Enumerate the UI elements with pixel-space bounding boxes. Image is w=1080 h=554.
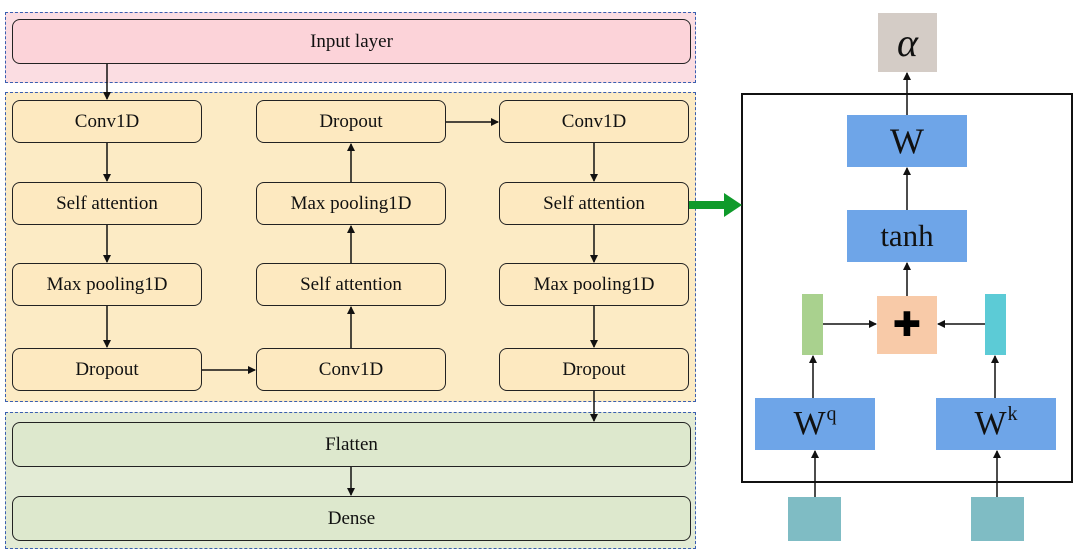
col2-self-attention-node: Self attention — [256, 263, 446, 306]
key-input-vector — [971, 497, 1024, 541]
tanh-box: tanh — [847, 210, 967, 262]
col1-conv1d-node: Conv1D — [12, 100, 202, 143]
col2-max-pooling-label: Max pooling1D — [290, 192, 412, 214]
col1-self-attention-node: Self attention — [12, 182, 202, 225]
col3-conv1d-label: Conv1D — [561, 110, 627, 132]
col2-dropout-label: Dropout — [319, 110, 383, 132]
plus-icon: ✚ — [892, 305, 922, 345]
col2-conv1d-node: Conv1D — [256, 348, 446, 391]
flatten-label: Flatten — [325, 433, 378, 455]
col2-self-attention-label: Self attention — [300, 273, 402, 295]
query-input-vector — [788, 497, 841, 541]
input-layer-label: Input layer — [310, 30, 393, 52]
col1-dropout-node: Dropout — [12, 348, 202, 391]
input-layer-node: Input layer — [12, 19, 691, 64]
col2-dropout-node: Dropout — [256, 100, 446, 143]
col3-self-attention-label: Self attention — [543, 192, 645, 214]
alpha-output-box: α — [878, 13, 937, 72]
col3-max-pooling-node: Max pooling1D — [499, 263, 689, 306]
key-vector — [985, 294, 1006, 355]
alpha-label: α — [897, 20, 918, 65]
wk-base-label: W — [974, 405, 1007, 442]
col3-max-pooling-label: Max pooling1D — [533, 273, 655, 295]
col1-self-attention-label: Self attention — [56, 192, 158, 214]
green-detail-arrow — [689, 193, 742, 217]
col2-conv1d-label: Conv1D — [318, 358, 384, 380]
wq-superscript: q — [826, 402, 837, 425]
w-weight-box: W — [847, 115, 967, 167]
w-weight-label: W — [890, 121, 924, 161]
col3-self-attention-node: Self attention — [499, 182, 689, 225]
tanh-label: tanh — [880, 218, 934, 253]
col3-dropout-label: Dropout — [562, 358, 626, 380]
wk-superscript: k — [1007, 402, 1018, 425]
query-vector — [802, 294, 823, 355]
col1-max-pooling-node: Max pooling1D — [12, 263, 202, 306]
col2-max-pooling-node: Max pooling1D — [256, 182, 446, 225]
dense-node: Dense — [12, 496, 691, 541]
col1-dropout-label: Dropout — [75, 358, 139, 380]
flatten-node: Flatten — [12, 422, 691, 467]
add-node: ✚ — [877, 296, 937, 354]
col1-max-pooling-label: Max pooling1D — [46, 273, 168, 295]
col3-conv1d-node: Conv1D — [499, 100, 689, 143]
wq-base-label: W — [793, 405, 826, 442]
col3-dropout-node: Dropout — [499, 348, 689, 391]
dense-label: Dense — [327, 507, 376, 529]
col1-conv1d-label: Conv1D — [74, 110, 140, 132]
